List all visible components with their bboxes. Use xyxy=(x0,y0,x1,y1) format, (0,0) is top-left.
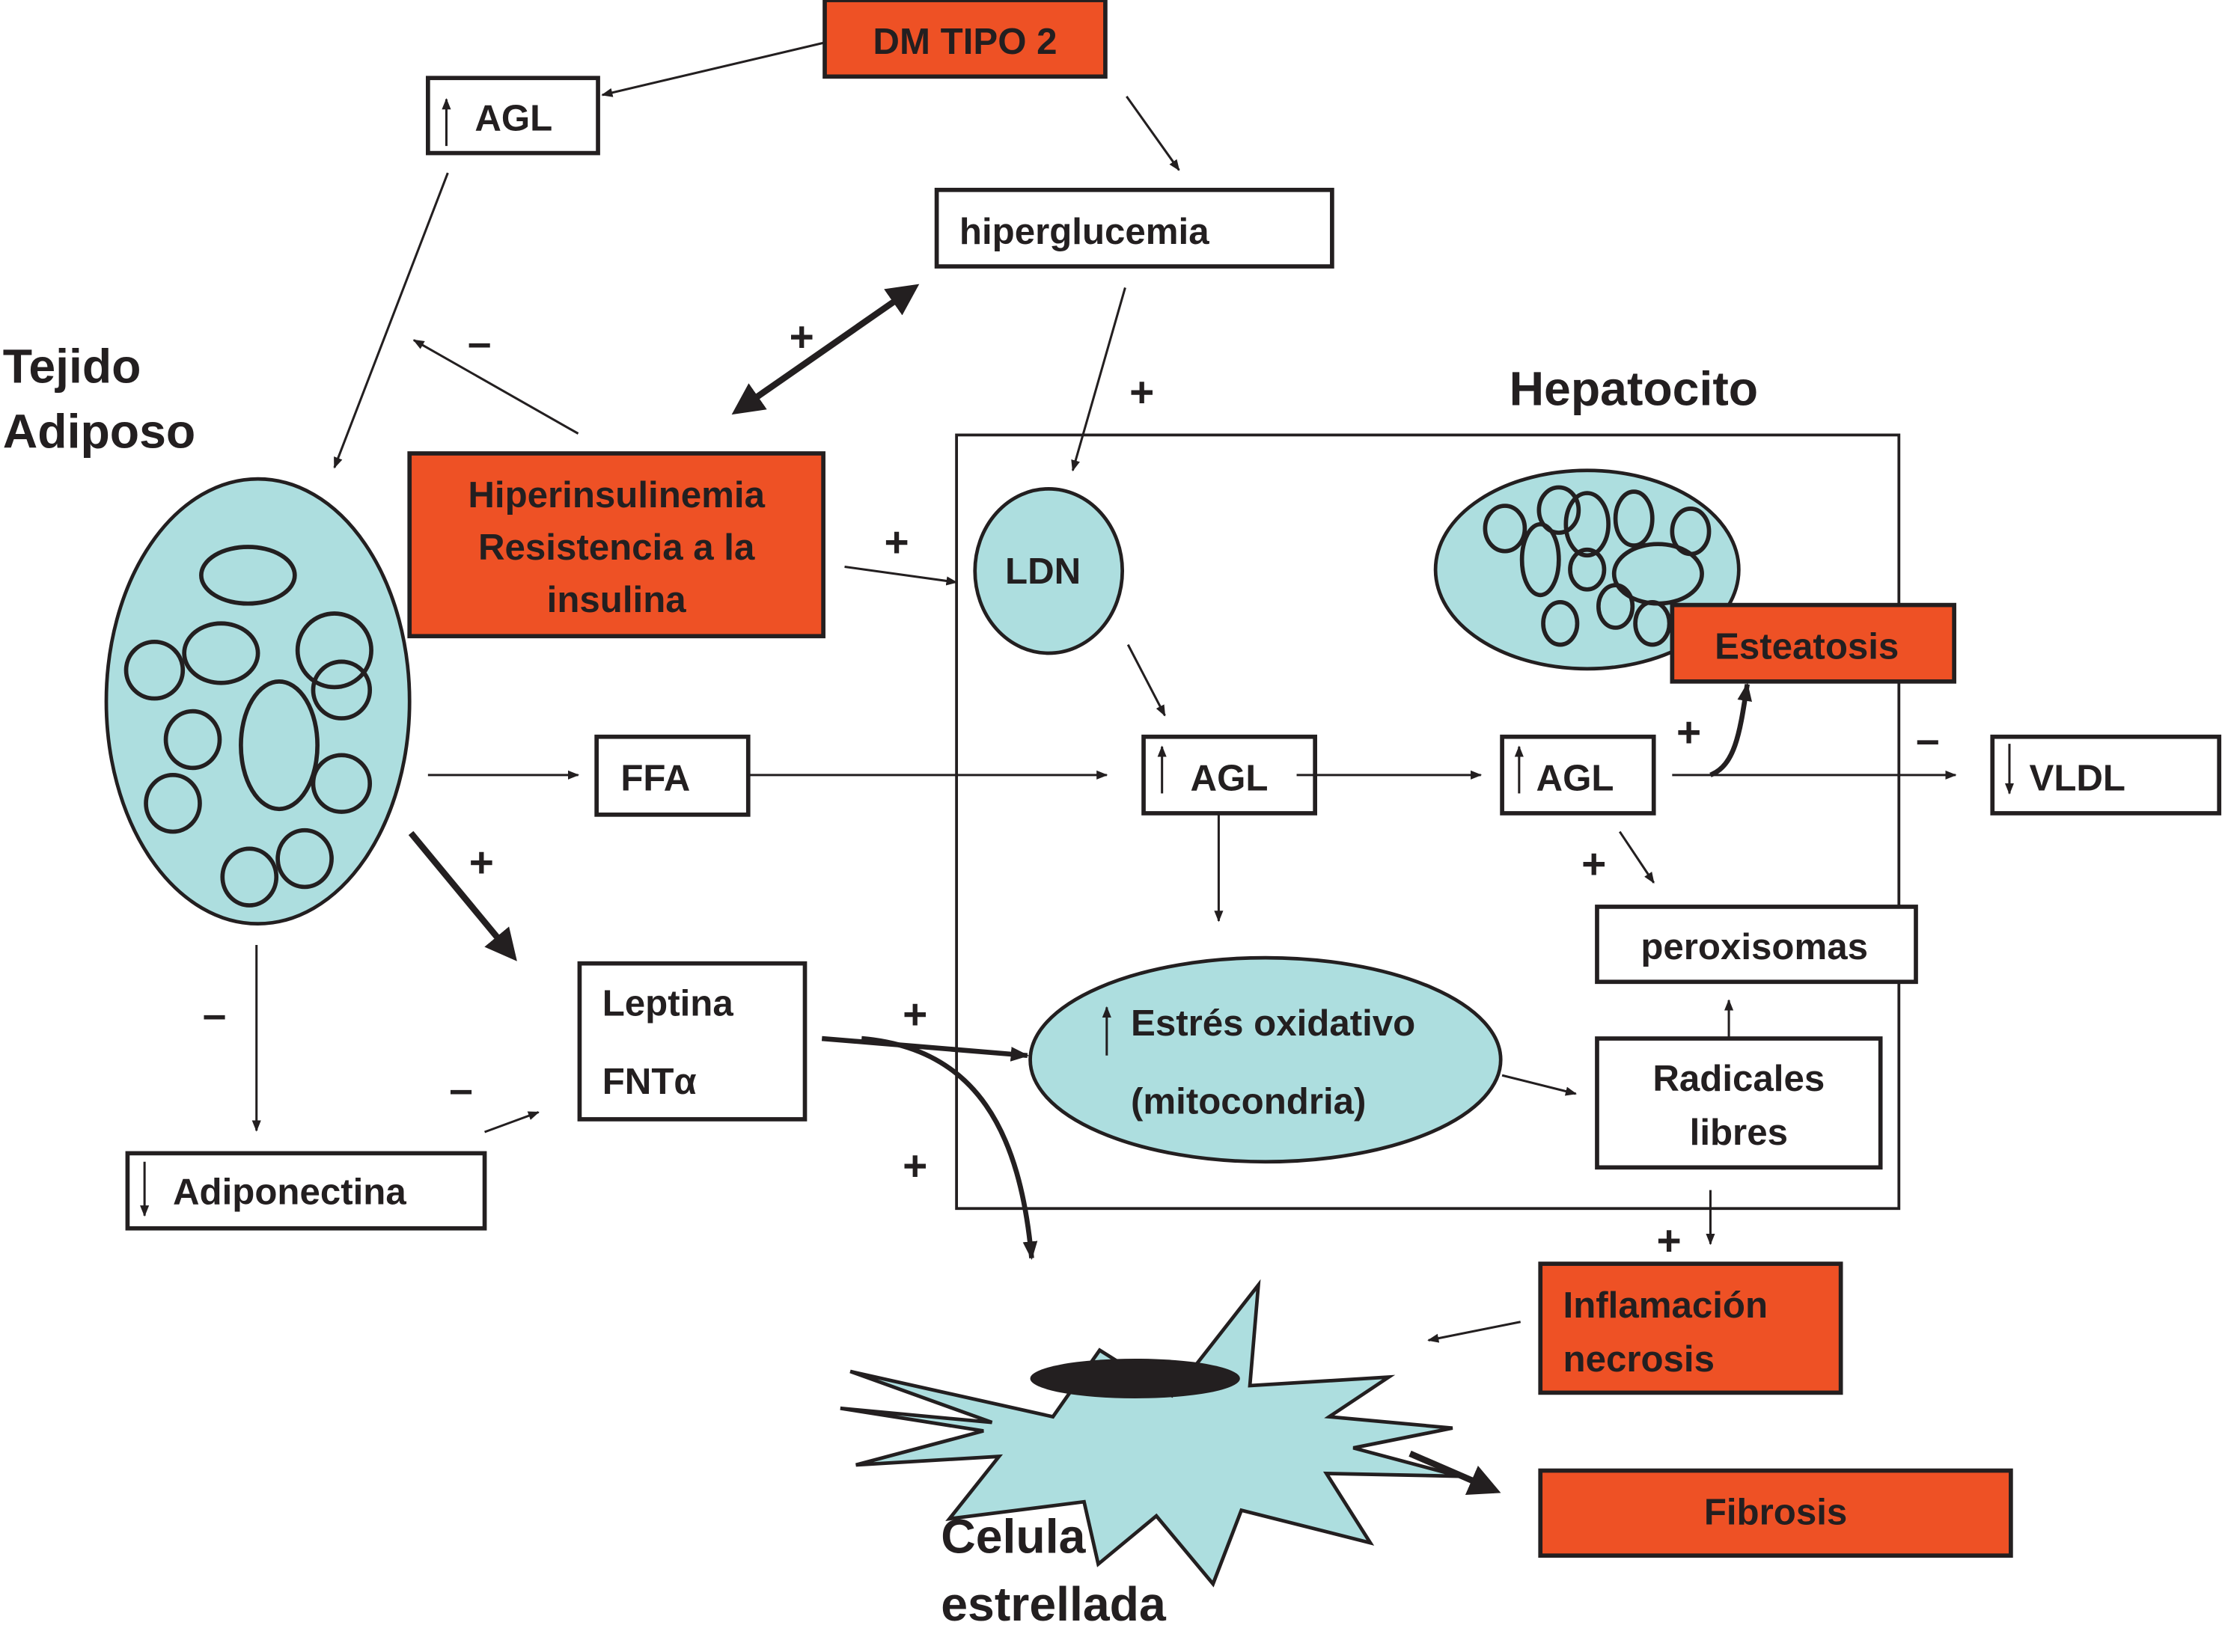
hiperinsulinemia-line-3: insulina xyxy=(547,579,687,620)
arrow-insulin-hiperglucemia-bidirectional xyxy=(731,284,920,415)
hiperinsulinemia-line-2: Resistencia a la xyxy=(478,527,755,568)
radicales-line-1: Radicales xyxy=(1652,1058,1825,1099)
ldn-label: LDN xyxy=(1005,551,1081,592)
plus-sign: + xyxy=(903,1142,927,1190)
plus-sign: + xyxy=(885,519,909,566)
arrow-insulin-to-hepatocyte xyxy=(844,565,958,586)
tejido-label-2: Adiposo xyxy=(3,404,195,458)
estres-line-1: Estrés oxidativo xyxy=(1131,1003,1415,1044)
adipocyte-cell xyxy=(104,477,412,926)
adiponectina-node: Adiponectina xyxy=(125,1151,487,1231)
arrow-hiperglucemia-to-ldn xyxy=(1071,287,1126,472)
celula-label-1: Celula xyxy=(941,1509,1086,1563)
stellate-cell xyxy=(840,1279,1460,1588)
peroxisomas-node: peroxisomas xyxy=(1595,905,1918,985)
stellate-nucleus xyxy=(1030,1358,1240,1398)
peroxisomas-label: peroxisomas xyxy=(1640,926,1868,967)
celula-label-2: estrellada xyxy=(941,1577,1167,1631)
arrow-stellate-to-fibrosis xyxy=(1408,1450,1501,1496)
plus-sign: + xyxy=(1676,709,1701,756)
hiperglucemia-node: hiperglucemia xyxy=(934,187,1334,269)
agl-top-label: AGL xyxy=(474,97,552,138)
arrow-leptina-to-stellate xyxy=(861,1035,1038,1260)
ldn-node: LDN xyxy=(973,486,1125,655)
minus-sign: – xyxy=(203,991,227,1038)
tejido-label-1: Tejido xyxy=(3,339,141,393)
adiponectina-label: Adiponectina xyxy=(173,1172,406,1213)
ffa-node: FFA xyxy=(594,734,751,817)
arrow-ldn-to-agl xyxy=(1126,643,1166,717)
arrow-adiponectina-to-leptina xyxy=(484,1111,540,1134)
plus-sign: + xyxy=(790,314,814,361)
fnta-label: FNTα xyxy=(602,1061,697,1102)
arrow-agl-to-adipose xyxy=(333,172,449,469)
minus-sign: – xyxy=(449,1066,473,1113)
fibrosis-label: Fibrosis xyxy=(1704,1491,1847,1532)
radicales-libres-node: Radicales libres xyxy=(1595,1036,1883,1170)
plus-sign: + xyxy=(903,991,927,1038)
plus-sign: + xyxy=(1581,841,1606,888)
dm-tipo2-label: DM TIPO 2 xyxy=(873,21,1057,62)
vldl-node: VLDL xyxy=(1990,734,2222,816)
arrow-leptina-to-estres xyxy=(821,1035,1030,1062)
agl-right-label: AGL xyxy=(1536,758,1614,799)
agl-mid-node: AGL xyxy=(1141,734,1318,816)
steatotic-cell xyxy=(1433,468,1741,671)
arrow-agl-to-peroxisomas xyxy=(1619,830,1655,884)
agl-right-node: AGL xyxy=(1500,734,1656,816)
leptina-label: Leptina xyxy=(602,983,734,1024)
arrow-dm-to-hiperglucemia xyxy=(1126,95,1180,171)
arrow-agl-to-esteatosis xyxy=(1709,682,1752,777)
estres-line-2: (mitocondria) xyxy=(1131,1080,1366,1122)
plus-sign: + xyxy=(1129,370,1154,417)
hiperinsulinemia-line-1: Hiperinsulinemia xyxy=(468,474,765,516)
hepatocyte-frame xyxy=(955,433,1901,1211)
minus-sign: – xyxy=(468,319,492,367)
esteatosis-label: Esteatosis xyxy=(1715,626,1899,667)
leptina-fnta-node: Leptina FNTα xyxy=(577,961,808,1122)
arrow-insulin-to-adipose xyxy=(412,339,579,435)
arrow-inflamacion-to-stellate xyxy=(1427,1321,1521,1343)
esteatosis-node: Esteatosis xyxy=(1670,602,1956,684)
fibrosis-node: Fibrosis xyxy=(1538,1468,2013,1558)
hepatocito-label: Hepatocito xyxy=(1510,362,1759,416)
agl-mid-label: AGL xyxy=(1191,758,1269,799)
arrow-estres-to-radicales xyxy=(1501,1074,1578,1096)
minus-sign: – xyxy=(1916,716,1940,763)
agl-top-node: AGL xyxy=(425,76,600,156)
plus-sign: + xyxy=(469,839,494,887)
hiperinsulinemia-node: Hiperinsulinemia Resistencia a la insuli… xyxy=(407,451,825,639)
dm-tipo2-node: DM TIPO 2 xyxy=(822,0,1108,79)
inflamacion-line-1: Inflamación xyxy=(1563,1285,1768,1326)
arrow-dm-to-agl xyxy=(601,41,825,97)
ffa-label: FFA xyxy=(620,758,690,799)
inflamacion-line-2: necrosis xyxy=(1563,1339,1715,1380)
vldl-label: VLDL xyxy=(2029,758,2125,799)
hiperglucemia-label: hiperglucemia xyxy=(959,211,1209,252)
arrow-adipose-to-leptina xyxy=(408,830,517,961)
inflamacion-necrosis-node: Inflamación necrosis xyxy=(1538,1261,1843,1395)
plus-sign: + xyxy=(1656,1218,1681,1265)
radicales-line-2: libres xyxy=(1690,1112,1788,1153)
estres-oxidativo-node: Estrés oxidativo (mitocondria) xyxy=(1028,955,1503,1164)
